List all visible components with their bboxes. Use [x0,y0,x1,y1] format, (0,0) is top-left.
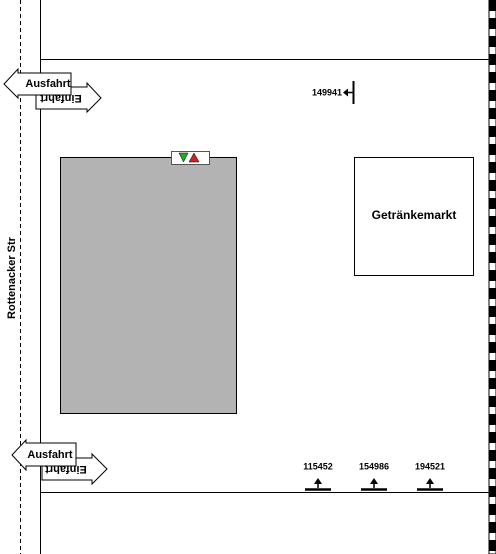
main-store-building [60,157,237,414]
upper-entrance: Einfahrt Ausfahrt [3,67,102,114]
left-arrow-icon [343,81,355,104]
up-arrow-icon [305,478,331,491]
marker-194521: 194521 [415,461,445,491]
getraenkemarkt-label: Getränkemarkt [372,208,457,222]
lower-entrance: Einfahrt Ausfahrt [11,438,108,486]
lower-exit-arrow: Ausfahrt [11,438,77,472]
street-name: Rottenacker Str [6,236,18,319]
up-arrow-icon [417,478,443,491]
down-arrow-icon [178,152,189,163]
upper-exit-arrow: Ausfahrt [3,67,72,100]
marker-id-label: 194521 [415,461,445,471]
elevator-indicator [171,151,210,165]
marker-id-label: 154986 [359,461,389,471]
marker-154986: 154986 [359,461,389,491]
marker-id-label: 115452 [303,461,333,471]
lower-exit-label: Ausfahrt [27,449,73,461]
up-arrow-icon [188,152,200,163]
getraenkemarkt-building [354,157,474,276]
marker-149941: 149941 [312,81,355,104]
upper-exit-label: Ausfahrt [25,78,71,90]
marker-id-label: 149941 [312,87,342,97]
elevator-indicator-box [171,151,210,165]
marker-115452: 115452 [303,461,333,491]
up-arrow-icon [361,478,387,491]
